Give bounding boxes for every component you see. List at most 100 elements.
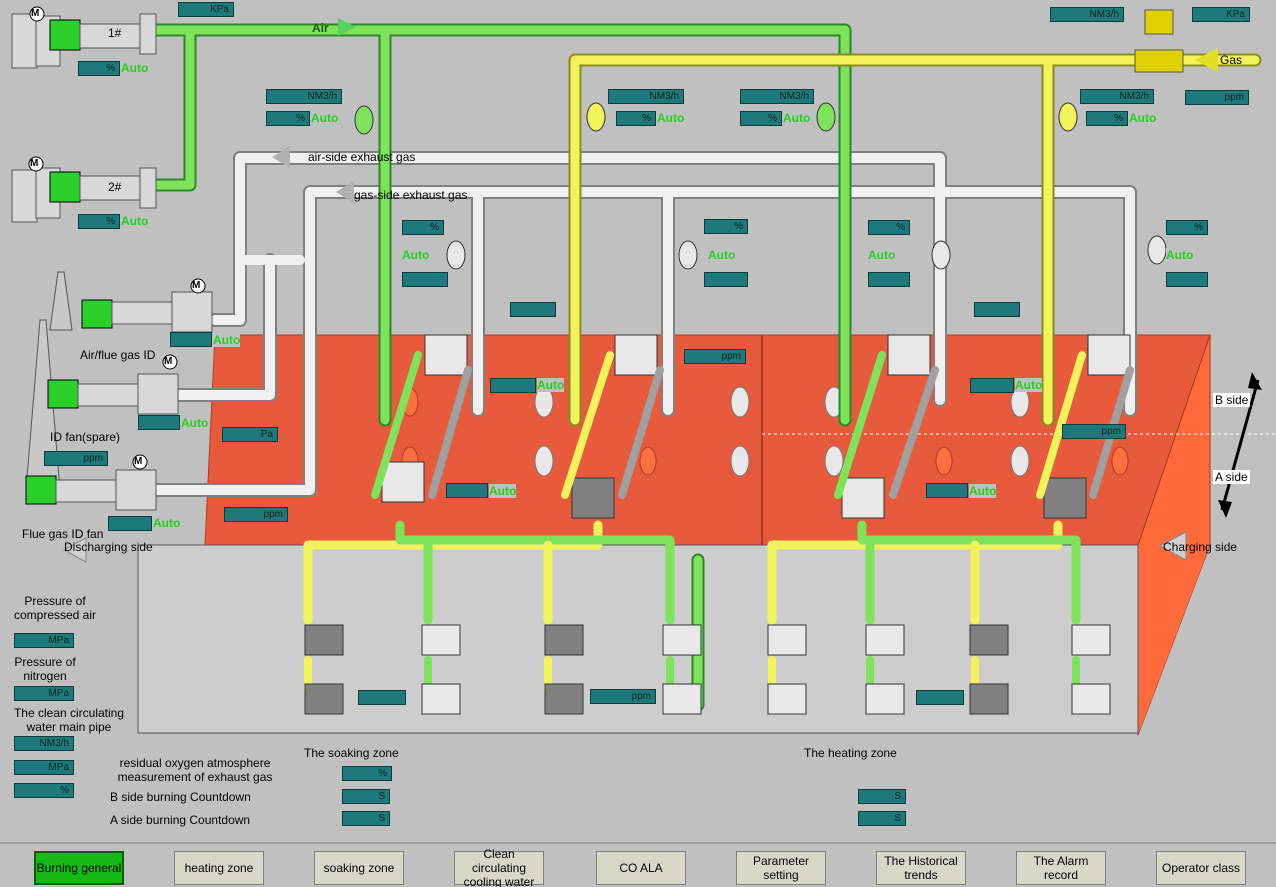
burner-valve-display-3[interactable] <box>446 483 488 498</box>
air-valve-display-2[interactable]: % <box>740 111 782 126</box>
nitrogen-label: Pressure of nitrogen <box>14 655 76 683</box>
fan1-auto-status[interactable]: Auto <box>121 61 149 75</box>
fan2-label: 2# <box>108 180 122 194</box>
furnace-temp-display-1[interactable] <box>510 302 556 317</box>
exhaust-auto-1[interactable]: Auto <box>402 248 430 262</box>
gas-flow-display-1[interactable]: NM3/h <box>608 89 684 104</box>
discharging-side-label: Discharging side <box>64 540 153 554</box>
airflue-id-fan-label: Air/flue gas ID <box>80 348 156 362</box>
residual-oxygen-display[interactable]: % <box>342 766 392 781</box>
air-label: Air <box>312 21 329 35</box>
exhaust-auto-4[interactable]: Auto <box>1166 248 1194 262</box>
fan2-output-display[interactable]: % <box>78 214 120 229</box>
gas-valve-auto-1[interactable]: Auto <box>657 111 685 125</box>
fluegas-fan-display[interactable] <box>108 516 152 531</box>
burner-auto-4[interactable]: Auto <box>969 484 997 498</box>
soaking-sensor-display[interactable] <box>358 690 406 705</box>
burner-valve-display-4[interactable] <box>926 483 968 498</box>
co-ppm-display[interactable]: ppm <box>684 349 746 364</box>
motor-icon: M <box>192 280 201 291</box>
a-side-countdown-label: A side burning Countdown <box>110 813 251 827</box>
nav-cooling-water[interactable]: Clean circulating cooling water <box>454 847 544 887</box>
motor-icon: M <box>30 158 39 169</box>
water-temp-display[interactable]: % <box>14 783 74 798</box>
nav-soaking-zone[interactable]: soaking zone <box>314 851 404 885</box>
gas-flow-display[interactable]: NM3/h <box>1050 7 1124 22</box>
exhaust-valve-display-1[interactable]: % <box>402 220 444 235</box>
exhaust-temp-display-1[interactable] <box>402 272 448 287</box>
airflue-fan-display[interactable] <box>170 332 212 347</box>
soaking-zone-label: The soaking zone <box>304 746 399 760</box>
water-flow-display[interactable]: NM3/h <box>14 736 74 751</box>
fan2-auto-status[interactable]: Auto <box>121 214 149 228</box>
exhaust-temp-display-4[interactable] <box>1166 272 1208 287</box>
water-pressure-display[interactable]: MPa <box>14 760 74 775</box>
air-valve-auto-2[interactable]: Auto <box>783 111 811 125</box>
air-valve-display-1[interactable]: % <box>266 111 310 126</box>
b-countdown-soaking[interactable]: S <box>342 789 390 804</box>
nav-heating-zone[interactable]: heating zone <box>174 851 264 885</box>
water-main-label: The clean circulating water main pipe <box>13 706 125 734</box>
gas-pressure-display[interactable]: KPa <box>1192 7 1250 22</box>
furnace-ppm-display[interactable]: ppm <box>1062 424 1126 439</box>
idspare-fan-display[interactable] <box>138 415 180 430</box>
b-countdown-heating[interactable]: S <box>858 789 906 804</box>
gas-valve-display-1[interactable]: % <box>616 111 656 126</box>
idspare-fan-auto[interactable]: Auto <box>181 416 209 430</box>
b-side-label: B side <box>1213 393 1251 407</box>
fan1-label: 1# <box>108 26 122 40</box>
a-side-label: A side <box>1213 470 1250 484</box>
flue-ppm-display[interactable]: ppm <box>44 451 108 466</box>
exhaust-valve-display-4[interactable]: % <box>1166 220 1208 235</box>
gas-flow-display-2[interactable]: NM3/h <box>1080 89 1154 104</box>
compressed-air-display[interactable]: MPa <box>14 633 74 648</box>
flue-ppm-display-2[interactable]: ppm <box>224 507 288 522</box>
exhaust-valve-display-3[interactable]: % <box>868 220 910 235</box>
nav-operator-class[interactable]: Operator class <box>1156 851 1246 885</box>
air-flow-display-1[interactable]: NM3/h <box>266 89 342 104</box>
exhaust-auto-3[interactable]: Auto <box>868 248 896 262</box>
airflue-fan-auto[interactable]: Auto <box>213 333 241 347</box>
gas-valve-display-2[interactable]: % <box>1086 111 1128 126</box>
nav-co-alarm[interactable]: CO ALA <box>596 851 686 885</box>
nav-historical-trends[interactable]: The Historical trends <box>876 851 966 885</box>
air-flow-display-2[interactable]: NM3/h <box>740 89 814 104</box>
gas-side-exhaust-label: gas-side exhaust gas <box>354 188 468 202</box>
fan-graphics <box>11 13 213 511</box>
a-countdown-heating[interactable]: S <box>858 811 906 826</box>
nav-parameter-setting[interactable]: Parameter setting <box>736 851 826 885</box>
flue-gas-id-fan-label: Flue gas ID fan <box>22 527 104 541</box>
fan1-output-display[interactable]: % <box>78 61 120 76</box>
a-countdown-soaking[interactable]: S <box>342 811 390 826</box>
nitrogen-display[interactable]: MPa <box>14 686 74 701</box>
burner-auto-3[interactable]: Auto <box>489 484 517 498</box>
burner-auto-2[interactable]: Auto <box>1015 378 1043 392</box>
air-valve-auto-1[interactable]: Auto <box>311 111 339 125</box>
nav-burning-general[interactable]: Burning general <box>34 851 124 885</box>
exhaust-auto-2[interactable]: Auto <box>708 248 736 262</box>
exhaust-temp-display-3[interactable] <box>868 272 910 287</box>
b-side-countdown-label: B side burning Countdown <box>110 790 251 804</box>
furnace-pressure-display[interactable]: Pa <box>222 427 278 442</box>
burner-valve-display-2[interactable] <box>970 378 1014 393</box>
heating-sensor-display[interactable] <box>916 690 964 705</box>
nav-alarm-record[interactable]: The Alarm record <box>1016 851 1106 885</box>
burner-valve-display-1[interactable] <box>490 378 536 393</box>
motor-icon: M <box>164 356 173 367</box>
air-pressure-display[interactable]: KPa <box>178 2 234 17</box>
exhaust-valve-display-2[interactable]: % <box>704 219 748 234</box>
exhaust-temp-display-2[interactable] <box>704 272 748 287</box>
motor-icon: M <box>31 8 40 19</box>
fluegas-fan-auto[interactable]: Auto <box>153 516 181 530</box>
gas-label: Gas <box>1220 53 1243 67</box>
gas-valve-auto-2[interactable]: Auto <box>1129 111 1157 125</box>
gas-ppm-display[interactable]: ppm <box>1185 90 1249 105</box>
furnace-temp-display-2[interactable] <box>974 302 1020 317</box>
soaking-ppm-display[interactable]: ppm <box>590 689 656 704</box>
id-fan-spare-label: ID fan(spare) <box>50 430 121 444</box>
residual-oxygen-label: residual oxygen atmosphere measurement o… <box>117 756 273 784</box>
burner-auto-1[interactable]: Auto <box>537 378 565 392</box>
compressed-air-label: Pressure of compressed air <box>13 594 97 622</box>
charging-side-label: Charging side <box>1163 540 1238 554</box>
